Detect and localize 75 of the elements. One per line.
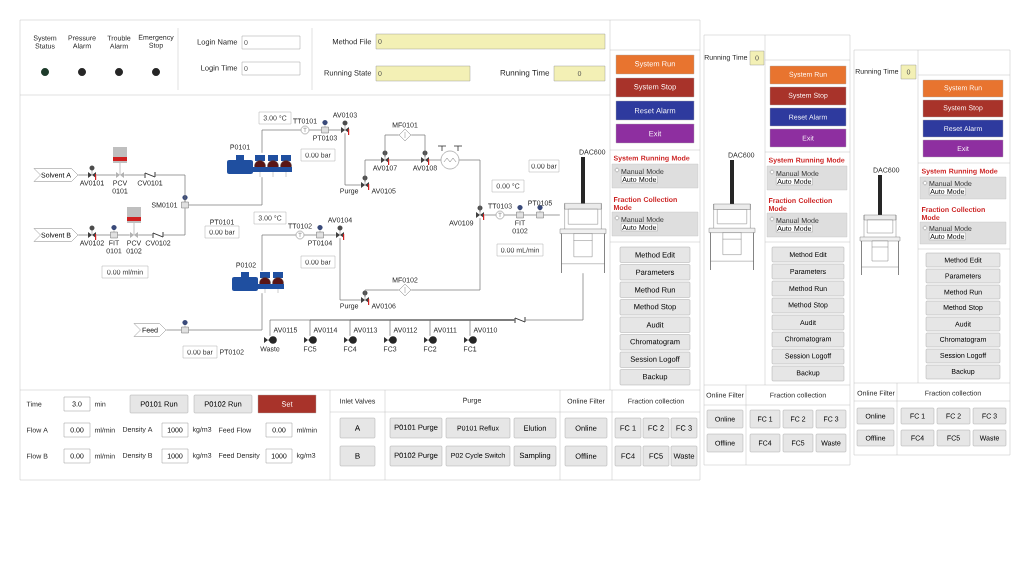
valve-symbol — [514, 316, 526, 324]
pipe-line — [364, 289, 400, 298]
transmitter-symbol — [110, 224, 118, 239]
pump-drawing — [227, 155, 292, 178]
sensor-symbol — [295, 230, 305, 240]
pump-drawing — [232, 272, 284, 294]
valve-symbol — [113, 147, 127, 178]
pipe-line — [261, 234, 297, 272]
pipe-line — [303, 234, 317, 236]
valve-symbol — [421, 150, 430, 165]
valve-symbol — [464, 336, 477, 344]
pipe-line — [524, 272, 584, 321]
pipe-line — [458, 159, 481, 213]
heat-exchanger-symbol — [437, 145, 463, 170]
transmitter-symbol — [181, 319, 189, 334]
valve-symbol — [144, 171, 156, 179]
column-drawing — [859, 175, 901, 276]
transmitter-symbol — [181, 194, 189, 209]
pipe-line — [123, 174, 146, 176]
sensor-symbol — [300, 125, 310, 135]
pipe-line — [95, 234, 111, 236]
field-label: Running Time — [500, 69, 550, 78]
filter-symbol — [398, 283, 412, 297]
valve-symbol — [336, 225, 345, 240]
pipe-line — [308, 129, 322, 131]
pipe-line — [428, 159, 442, 161]
pipe-line — [543, 214, 561, 216]
valve-symbol — [152, 231, 164, 239]
valve-symbol — [361, 290, 370, 305]
pipe-line — [344, 132, 362, 186]
sensor-symbol — [495, 210, 505, 220]
pipe-line — [188, 176, 263, 206]
button: A — [339, 417, 376, 439]
pipe-line — [77, 174, 89, 176]
pipe-line — [328, 129, 342, 131]
valve-symbol — [127, 207, 141, 238]
pipe-line — [384, 134, 400, 158]
pipe-line — [469, 319, 516, 337]
valve-symbol — [344, 336, 357, 344]
pipe-line — [483, 214, 497, 216]
valve-symbol — [264, 336, 277, 344]
pipe-line — [410, 134, 426, 158]
valve-symbol — [304, 336, 317, 344]
pipe-line — [162, 207, 186, 236]
valve-symbol — [88, 225, 97, 240]
valve-symbol — [341, 120, 350, 135]
column-drawing — [559, 157, 607, 274]
valve-symbol — [424, 336, 437, 344]
pipe-line — [137, 234, 154, 236]
column-drawing — [708, 160, 756, 271]
transmitter-symbol — [516, 204, 524, 219]
pipe-line — [503, 214, 517, 216]
pipe-line — [95, 174, 117, 176]
filter-symbol — [398, 128, 412, 142]
pipe-line — [261, 129, 302, 154]
valve-symbol — [88, 165, 97, 180]
valve-symbol — [361, 175, 370, 190]
pipe-line — [410, 217, 481, 291]
pipe-line — [154, 174, 186, 203]
pipe-line — [117, 234, 131, 236]
pipe-line — [523, 214, 537, 216]
transmitter-symbol — [316, 224, 324, 239]
pipe-line — [188, 292, 263, 331]
pipe-line — [323, 234, 337, 236]
pipe-line — [388, 159, 422, 161]
transmitter-symbol — [536, 204, 544, 219]
valve-symbol — [384, 336, 397, 344]
button: B — [339, 445, 376, 467]
pipe-line — [339, 237, 362, 301]
valve-symbol — [381, 150, 390, 165]
transmitter-symbol — [321, 119, 329, 134]
pipe-line — [77, 234, 89, 236]
valve-symbol — [476, 205, 485, 220]
pipe-line — [165, 329, 182, 331]
pipe-line — [364, 159, 382, 183]
